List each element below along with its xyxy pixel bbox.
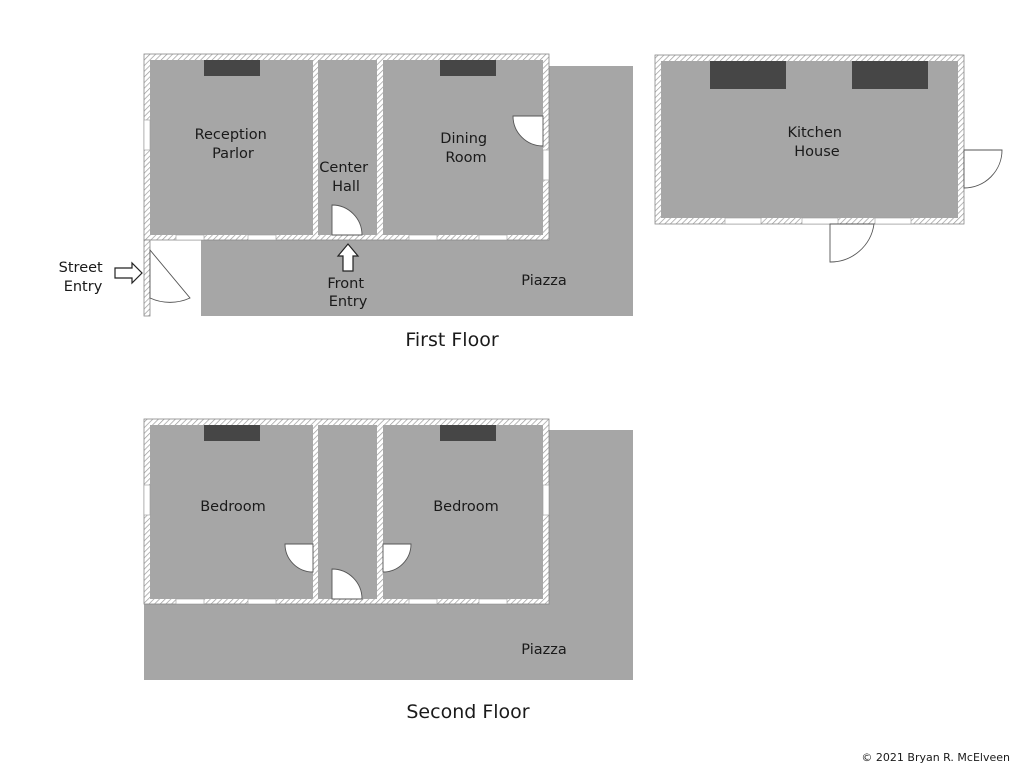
street-entry-arrow-icon: [114, 261, 143, 285]
label-bedroom-right: Bedroom: [433, 499, 499, 515]
room-bedroom-left: [150, 425, 313, 599]
label-reception-parlor: Reception Parlor: [195, 127, 272, 162]
street-entry-wall: [143, 239, 151, 317]
fireplace-bedroom-left: [204, 425, 260, 441]
label-bedroom-left: Bedroom: [200, 499, 266, 515]
label-dining-room: Dining Room: [440, 131, 491, 166]
door-street-entry: [149, 248, 191, 303]
room-reception-parlor: [150, 60, 313, 235]
fireplace-bedroom-right: [440, 425, 496, 441]
copyright-notice: © 2021 Bryan R. McElveen: [861, 751, 1010, 764]
front-entry-arrow-icon: [336, 243, 360, 272]
label-center-hall: Center Hall: [319, 160, 372, 195]
fireplace-kitchen-left: [710, 61, 786, 89]
door-bedroom-right: [382, 543, 412, 573]
door-kitchen-south: [829, 223, 875, 263]
door-bedroom-left: [284, 543, 314, 573]
label-front-entry: Front Entry: [327, 276, 368, 310]
windows-first-floor: [143, 119, 550, 241]
windows-kitchen: [724, 217, 912, 225]
caption-first-floor: First Floor: [405, 329, 498, 351]
piazza-second-floor: [144, 604, 633, 680]
fireplace-reception-parlor: [204, 60, 260, 76]
label-piazza-first-floor: Piazza: [521, 273, 566, 289]
windows-second-floor: [143, 484, 550, 605]
label-street-entry: Street Entry: [59, 260, 108, 295]
label-piazza-second-floor: Piazza: [521, 642, 566, 658]
first-floor-plan: Reception Parlor Center Hall Dining Room…: [59, 53, 1003, 351]
door-center-hall: [331, 204, 363, 236]
room-dining-room: [383, 60, 543, 235]
second-floor-plan: Bedroom Bedroom Piazza Second Floor: [143, 418, 633, 723]
piazza-first-floor: [201, 240, 633, 316]
fireplace-dining-room: [440, 60, 496, 76]
label-kitchen-house: Kitchen House: [787, 125, 846, 160]
caption-second-floor: Second Floor: [406, 701, 529, 723]
fireplace-kitchen-right: [852, 61, 928, 89]
door-kitchen-east: [963, 149, 1003, 189]
room-center-hall-second: [318, 425, 377, 599]
room-bedroom-right: [383, 425, 543, 599]
room-center-hall: [318, 60, 377, 235]
door-center-hall-second: [331, 568, 363, 600]
door-dining-room: [512, 115, 544, 147]
